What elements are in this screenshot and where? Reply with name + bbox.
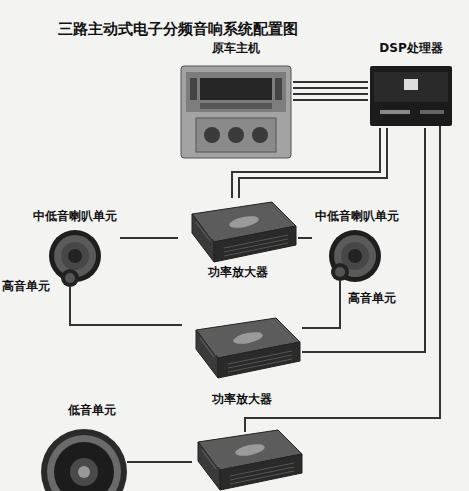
head-unit-picture [196, 118, 276, 152]
tweeter-picture [65, 273, 75, 283]
subwoofer-picture [47, 435, 121, 491]
tweeter-picture [69, 287, 71, 294]
tweeter-picture [335, 267, 345, 277]
component-box: 功率放大器 [178, 198, 298, 282]
component-label: DSP处理器 [379, 40, 442, 56]
midrange-speaker-picture [329, 230, 381, 282]
component-box: 功率放大器 [182, 315, 302, 410]
subwoofer-picture [41, 429, 127, 491]
head-unit-picture [200, 103, 272, 109]
amplifier-picture [192, 202, 296, 262]
midrange-speaker-picture [329, 230, 381, 282]
signal-cable [302, 308, 340, 328]
midrange-speaker-picture [348, 249, 362, 263]
tweeter-picture [339, 281, 341, 308]
signal-cable [298, 237, 312, 239]
component-label: 低音单元 [68, 402, 116, 418]
component-box: 高音单元 [2, 268, 82, 294]
component-label: 高音单元 [348, 290, 396, 306]
head-unit-picture [181, 66, 291, 158]
subwoofer-picture [70, 458, 98, 486]
component-box: 高音单元 [322, 262, 402, 308]
component-label: 功率放大器 [208, 264, 268, 280]
head-unit-picture [228, 127, 244, 143]
midrange-speaker-picture [68, 249, 82, 263]
wire [127, 461, 192, 463]
head-unit-picture [190, 78, 197, 100]
dsp-box-picture [370, 66, 452, 126]
dsp-box-picture [380, 110, 410, 114]
midrange-speaker-picture [334, 235, 376, 277]
signal-cable [120, 237, 178, 239]
component-label: 原车主机 [212, 40, 260, 56]
tweeter-picture [61, 269, 79, 294]
head-unit-picture [200, 78, 272, 100]
component-label: 功率放大器 [212, 391, 272, 407]
tweeter-picture [61, 269, 79, 287]
dsp-box-picture [420, 110, 444, 114]
diagram-title: 三路主动式电子分频音响系统配置图 [58, 20, 298, 38]
signal-cable [232, 128, 387, 198]
midrange-speaker-picture [61, 242, 89, 270]
component-box: DSP处理器 [368, 40, 454, 128]
amplifier-picture [196, 318, 300, 378]
component-label: 中低音喇叭单元 [33, 208, 117, 224]
component-box: 中低音喇叭单元 [312, 208, 402, 284]
dsp-box-picture [374, 72, 448, 102]
subwoofer-picture [41, 429, 127, 491]
head-unit-picture [186, 72, 286, 112]
component-box: 低音单元 [38, 402, 130, 491]
tweeter-picture [331, 263, 349, 281]
head-unit-picture [181, 66, 291, 158]
signal-cable [70, 294, 182, 325]
signal-cable [293, 82, 368, 100]
component-box: 原车主机 [178, 40, 293, 160]
component-label: 高音单元 [2, 278, 50, 294]
signal-cable [302, 128, 425, 352]
component-box: 中低音喇叭单元 [30, 208, 120, 284]
dsp-box-picture [370, 66, 452, 126]
tweeter-picture [331, 263, 349, 308]
head-unit-picture [204, 127, 220, 143]
dsp-box-picture [404, 79, 418, 90]
subwoofer-picture [78, 466, 90, 478]
head-unit-picture [252, 127, 268, 143]
head-unit-picture [275, 78, 282, 100]
subwoofer-picture [54, 442, 114, 491]
component-label: 中低音喇叭单元 [315, 208, 399, 224]
amplifier-picture [198, 430, 302, 490]
